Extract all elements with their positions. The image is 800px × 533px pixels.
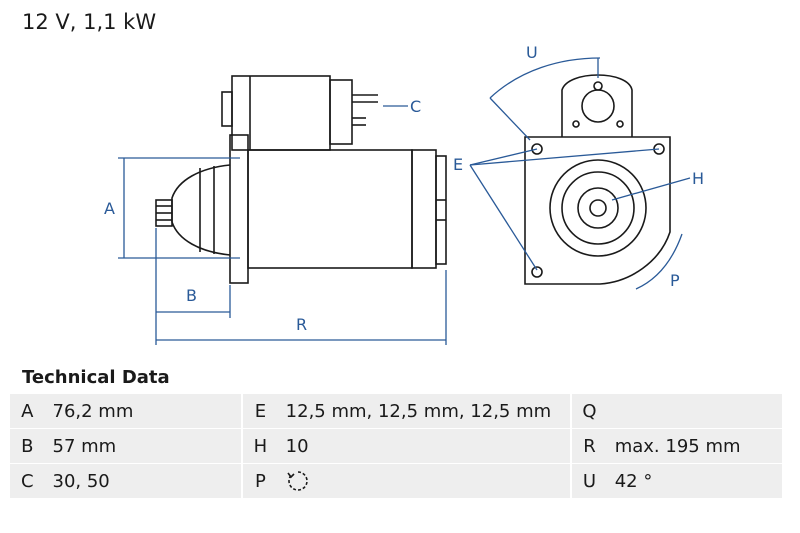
label-r: R <box>296 315 307 334</box>
spec-value: 42 ° <box>606 463 785 498</box>
technical-data-heading: Technical Data <box>22 367 170 388</box>
rotation-clockwise-icon <box>287 471 308 491</box>
spec-key: E <box>254 400 267 422</box>
label-c: C <box>410 97 421 116</box>
spec-key: P <box>242 463 278 498</box>
spec-value-icon-cell <box>277 463 573 498</box>
spec-key: Q <box>582 400 597 422</box>
motor-housing <box>247 149 413 269</box>
spec-value: max. 195 mm <box>606 428 785 464</box>
spec-key: U <box>571 463 607 498</box>
mounting-ear <box>561 74 633 137</box>
label-e: E <box>453 155 463 174</box>
table-row: C 30, 50 P U 42 ° <box>10 463 785 498</box>
spec-value: 10 <box>277 428 573 464</box>
technical-data-table: A 76,2 mm E 12,5 mm, 12,5 mm, 12,5 mm Q … <box>10 394 785 498</box>
spec-value: 12,5 mm, 12,5 mm, 12,5 mm <box>277 394 573 429</box>
label-b: B <box>186 286 197 305</box>
solenoid-body <box>231 75 331 151</box>
spec-key: A <box>21 400 34 422</box>
label-u: U <box>526 43 538 62</box>
mounting-flange <box>229 134 249 284</box>
spec-value <box>606 394 785 429</box>
label-h: H <box>692 169 704 188</box>
spec-key: R <box>571 428 607 464</box>
spec-key: B <box>10 428 45 464</box>
spec-value: 57 mm <box>44 428 244 464</box>
starter-motor-drawing: A B C E H P R U <box>104 43 704 345</box>
spec-value: 76,2 mm <box>44 394 244 429</box>
spec-key: C <box>10 463 45 498</box>
spec-key: H <box>242 428 278 464</box>
table-row: B 57 mm H 10 R max. 195 mm <box>10 428 785 464</box>
product-title: 12 V, 1,1 kW <box>22 10 157 34</box>
bearing-housing-front <box>549 159 647 257</box>
table-row: A 76,2 mm E 12,5 mm, 12,5 mm, 12,5 mm Q <box>10 394 785 429</box>
front-plate <box>524 136 671 285</box>
drive-end-nose <box>171 164 231 256</box>
label-a: A <box>104 199 115 218</box>
label-p: P <box>670 271 680 290</box>
spec-value: 30, 50 <box>44 463 244 498</box>
